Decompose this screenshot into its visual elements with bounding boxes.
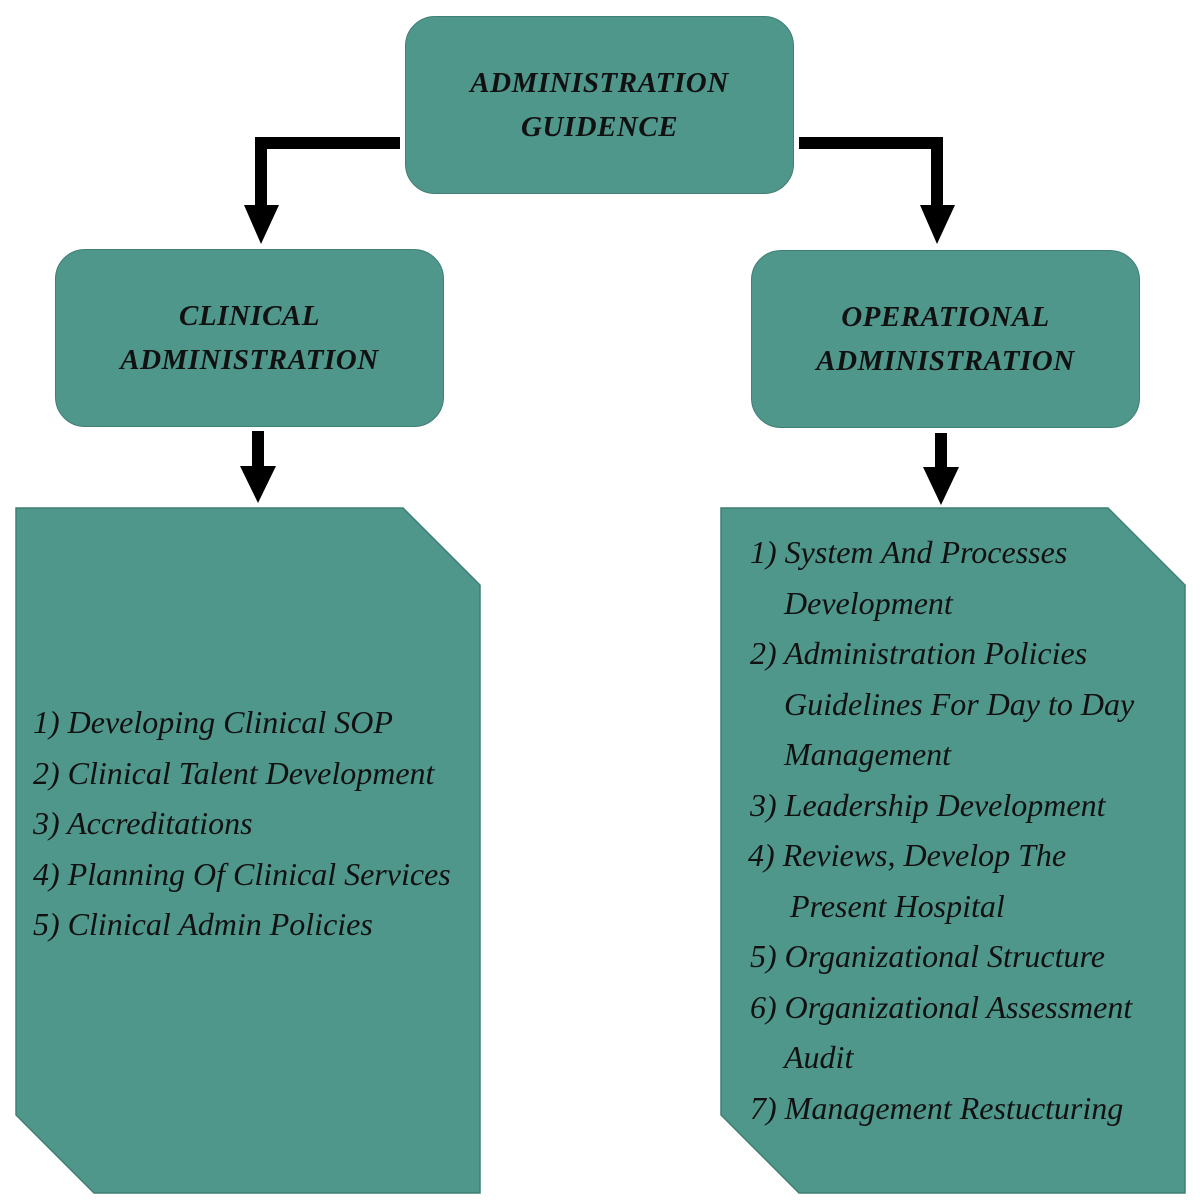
operational-list-item-continuation: Audit xyxy=(784,1039,854,1075)
clinical-administration-box: CLINICAL ADMINISTRATION xyxy=(55,249,444,427)
operational-list-item: 7) Management Restucturing xyxy=(750,1089,1124,1126)
clinical-list-item: 4) Planning Of Clinical Services xyxy=(33,855,451,892)
operational-list-item-continuation: Management xyxy=(784,736,952,772)
operational-list: 1) System And Processes Development 2) A… xyxy=(748,527,1135,1133)
operational-list-item: 2) Administration Policies xyxy=(750,635,1088,671)
clinical-title-line: CLINICAL xyxy=(179,300,320,332)
connector-root-to-operational xyxy=(799,137,943,207)
clinical-list-item: 2) Clinical Talent Development xyxy=(33,754,435,791)
clinical-list-item: 5) Clinical Admin Policies xyxy=(33,906,373,942)
arrowhead-clinical-list xyxy=(240,466,276,503)
clinical-title-line: ADMINISTRATION xyxy=(120,344,379,376)
administration-guidence-box: ADMINISTRATION GUIDENCE xyxy=(405,16,794,194)
operational-list-item: 6) Organizational Assessment xyxy=(750,988,1133,1025)
clinical-list-item: 1) Developing Clinical SOP xyxy=(33,704,393,740)
operational-list-item-continuation: Present Hospital xyxy=(790,887,1005,924)
clinical-list-item: 3) Accreditations xyxy=(33,805,253,841)
operational-list-item-continuation: Guidelines For Day to Day xyxy=(784,685,1135,722)
clinical-list: 1) Developing Clinical SOP 2) Clinical T… xyxy=(33,697,451,950)
arrowhead-operational-list xyxy=(923,467,959,505)
operational-title-line: OPERATIONAL xyxy=(841,301,1050,333)
clinical-list-panel xyxy=(15,507,481,1194)
operational-list-item: 1) System And Processes xyxy=(750,534,1068,570)
operational-list-item: 5) Organizational Structure xyxy=(750,938,1105,974)
operational-list-item: 4) Reviews, Develop The xyxy=(748,837,1067,873)
operational-administration-box: OPERATIONAL ADMINISTRATION xyxy=(751,250,1140,428)
operational-title-line: ADMINISTRATION xyxy=(816,345,1075,377)
operational-list-panel xyxy=(720,507,1186,1194)
operational-list-item: 3) Leadership Development xyxy=(750,786,1106,823)
root-title-line: ADMINISTRATION xyxy=(470,67,729,99)
operational-list-item-continuation: Development xyxy=(784,584,953,621)
connector-root-to-clinical xyxy=(255,137,400,207)
arrowhead-operational xyxy=(920,205,955,244)
arrowhead-clinical xyxy=(244,205,279,244)
root-title-line: GUIDENCE xyxy=(520,111,679,143)
